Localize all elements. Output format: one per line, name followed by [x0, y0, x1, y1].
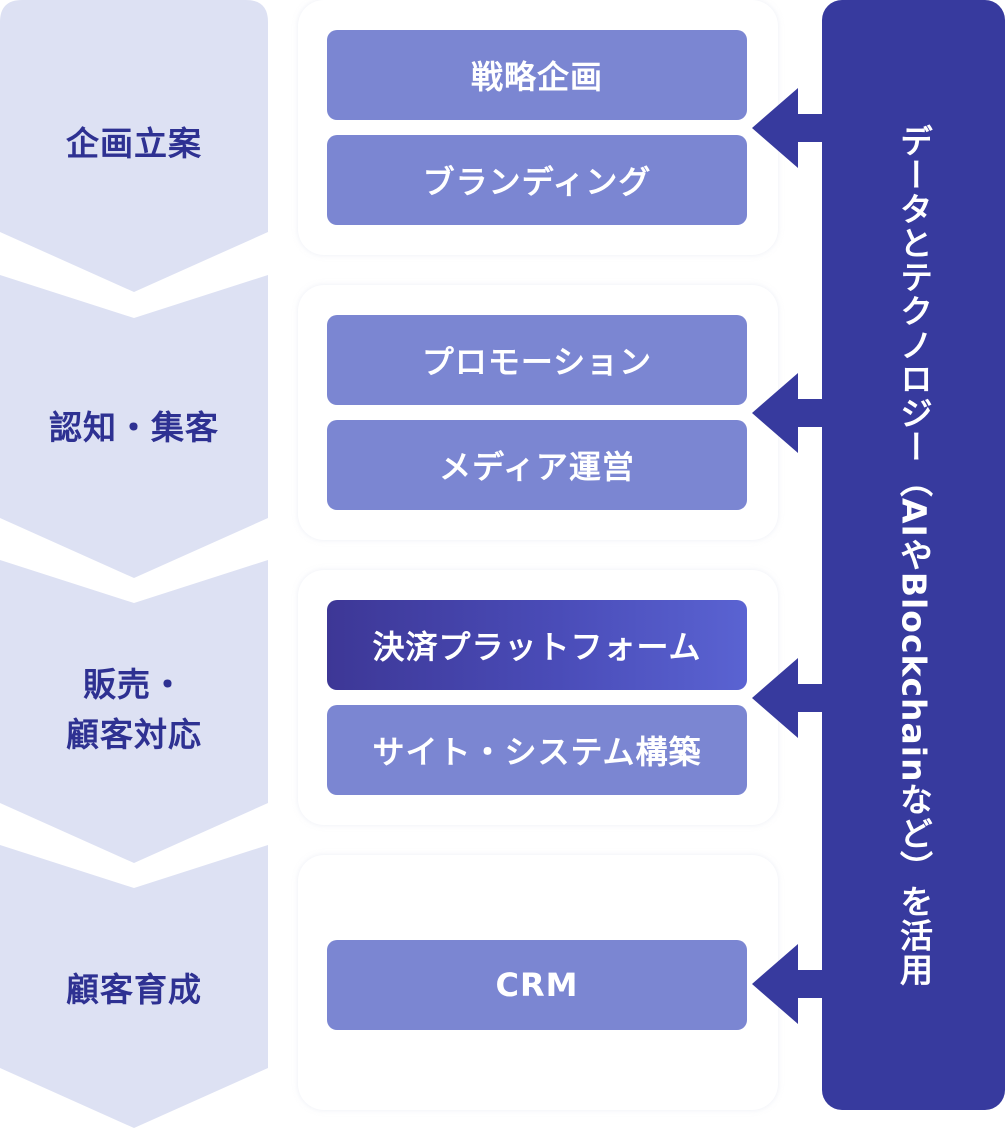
- item-branding: ブランディング: [327, 135, 747, 225]
- stage-label-planning: 企画立案: [66, 124, 202, 163]
- tech-label: データとテクノロジー（AIやBlockchainなど）を活用: [894, 123, 934, 987]
- stage-shape-awareness: [0, 275, 268, 578]
- arrow-left-icon: [752, 373, 824, 453]
- stage-label-awareness: 認知・集客: [49, 408, 219, 447]
- stage-shape-sales: [0, 560, 268, 863]
- arrow-left-icon: [752, 88, 824, 168]
- stage-label-nurture: 顧客育成: [66, 970, 202, 1009]
- item-payment: 決済プラットフォーム: [327, 600, 747, 690]
- item-system: サイト・システム構築: [327, 705, 747, 795]
- item-crm: CRM: [327, 940, 747, 1030]
- stage-label-sales-line2: 顧客対応: [66, 715, 202, 754]
- item-media: メディア運営: [327, 420, 747, 510]
- arrow-left-icon: [752, 658, 824, 738]
- arrow-left-icon: [752, 944, 824, 1024]
- item-strategy: 戦略企画: [327, 30, 747, 120]
- stage-shape-planning: [0, 0, 268, 292]
- tech-bar: データとテクノロジー（AIやBlockchainなど）を活用: [822, 0, 1005, 1110]
- stage-label-sales-line1: 販売・: [83, 665, 185, 704]
- stage-shape-nurture: [0, 845, 268, 1128]
- stage-label-sales: 販売・ 顧客対応: [0, 660, 268, 760]
- item-promotion: プロモーション: [327, 315, 747, 405]
- stage-flow: [0, 0, 268, 1128]
